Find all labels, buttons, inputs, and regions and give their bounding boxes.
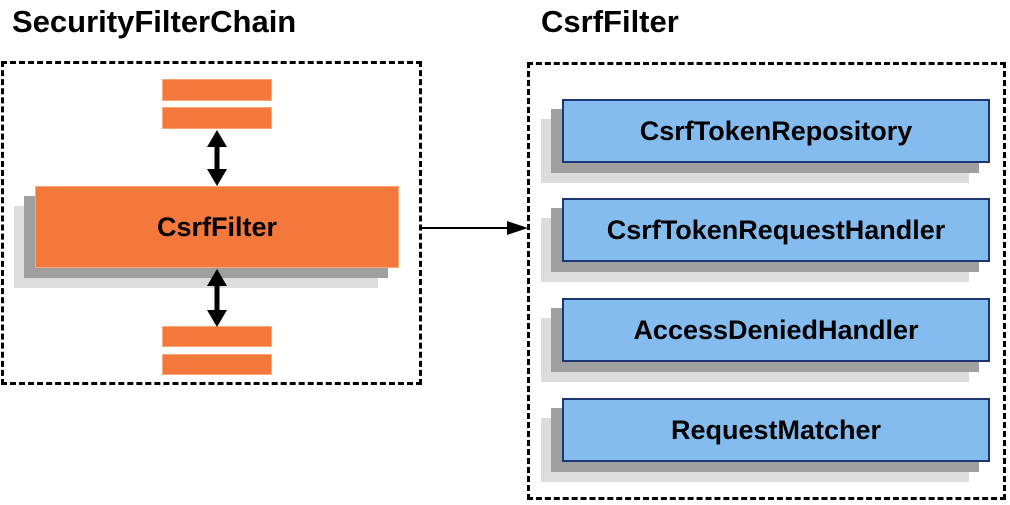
access-denied-handler-box: AccessDeniedHandler	[541, 298, 990, 382]
csrf-filter-panel: CsrfTokenRepository CsrfTokenRequestHand…	[527, 62, 1006, 500]
component-box-label: CsrfTokenRequestHandler	[562, 198, 990, 262]
request-matcher-box: RequestMatcher	[541, 398, 990, 482]
double-arrow-icon	[207, 269, 227, 327]
double-arrow-icon	[207, 130, 227, 186]
csrf-token-repository-box: CsrfTokenRepository	[541, 99, 990, 183]
filter-chain-bar	[162, 107, 272, 129]
component-box-label: AccessDeniedHandler	[562, 298, 990, 362]
csrf-filter-box: CsrfFilter	[14, 186, 399, 288]
component-box-label: RequestMatcher	[562, 398, 990, 462]
security-filter-chain-title: SecurityFilterChain	[12, 4, 297, 39]
security-filter-chain-panel: CsrfFilter	[1, 61, 422, 385]
filter-chain-bar	[162, 326, 272, 347]
filter-chain-bar	[162, 354, 272, 375]
flow-arrow-icon	[422, 221, 528, 235]
filter-chain-bar	[162, 79, 272, 101]
csrf-filter-title: CsrfFilter	[541, 4, 679, 39]
component-box-label: CsrfTokenRepository	[562, 99, 990, 163]
csrf-token-request-handler-box: CsrfTokenRequestHandler	[541, 198, 990, 282]
csrf-filter-box-label: CsrfFilter	[35, 186, 399, 268]
